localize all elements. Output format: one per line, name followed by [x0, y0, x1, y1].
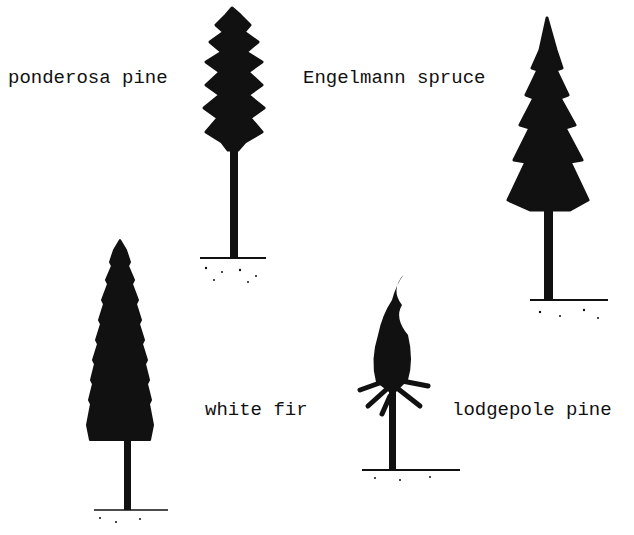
ponderosa-pine-figure — [200, 8, 266, 283]
engelmann-spruce-figure — [508, 18, 608, 319]
lodgepole-pine-figure — [360, 274, 460, 481]
tree-name-label: ponderosa pine — [8, 67, 168, 89]
tree-name-label: white fir — [205, 399, 308, 421]
tree-name-label: Engelmann spruce — [303, 67, 485, 89]
tree-name-label: lodgepole pine — [452, 399, 612, 421]
white-fir-figure — [87, 240, 168, 523]
